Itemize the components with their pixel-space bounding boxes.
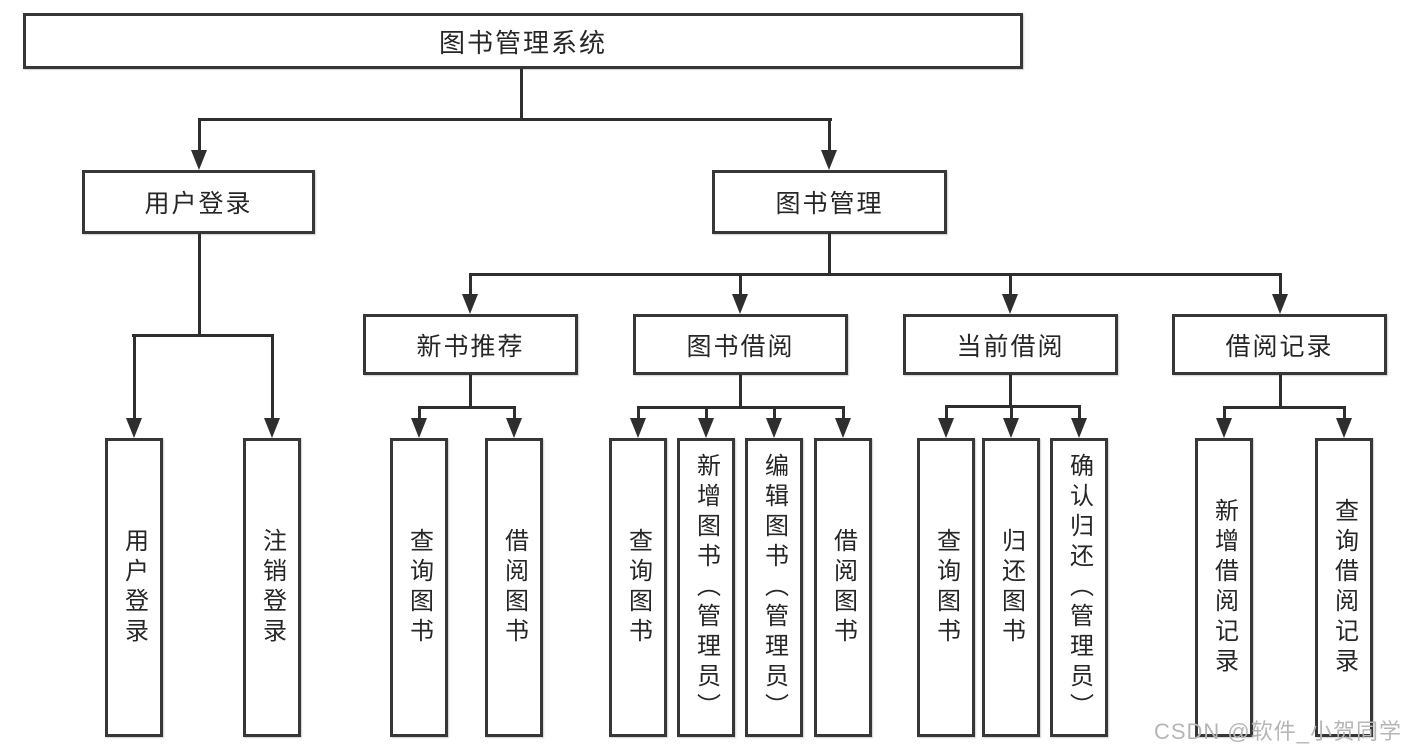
connector-line bbox=[198, 118, 832, 121]
connector-line bbox=[1279, 375, 1282, 409]
leaf-borrow-books: 借阅图书 bbox=[485, 438, 543, 737]
connector-line bbox=[1223, 406, 1346, 409]
node-new-book-recommend: 新书推荐 bbox=[363, 314, 578, 375]
connector-line bbox=[469, 375, 472, 409]
connector-line bbox=[418, 406, 421, 420]
arrow-down-icon bbox=[821, 150, 837, 170]
connector-line bbox=[637, 406, 640, 420]
arrow-down-icon bbox=[1336, 418, 1352, 438]
node-library-system: 图书管理系统 bbox=[23, 13, 1023, 69]
connector-line bbox=[1009, 375, 1012, 408]
arrow-down-icon bbox=[766, 418, 782, 438]
arrow-down-icon bbox=[1003, 418, 1019, 438]
arrow-down-icon bbox=[126, 418, 142, 438]
connector-line bbox=[520, 69, 523, 121]
arrow-down-icon bbox=[732, 294, 748, 314]
connector-line bbox=[513, 406, 516, 420]
arrow-down-icon bbox=[938, 418, 954, 438]
connector-line bbox=[198, 234, 201, 337]
node-user-login-branch: 用户登录 bbox=[82, 170, 315, 234]
leaf-edit-books-admin: 编辑图书（管理员） bbox=[745, 438, 803, 737]
connector-line bbox=[1009, 273, 1012, 297]
connector-line bbox=[198, 118, 201, 154]
connector-line bbox=[773, 406, 776, 420]
connector-line bbox=[828, 118, 831, 154]
leaf-add-borrow-record: 新增借阅记录 bbox=[1195, 438, 1253, 737]
leaf-borrow-books: 借阅图书 bbox=[814, 438, 872, 737]
connector-line bbox=[1078, 405, 1081, 420]
connector-line bbox=[739, 375, 742, 409]
connector-line bbox=[1223, 406, 1226, 420]
leaf-return-books: 归还图书 bbox=[982, 438, 1040, 737]
leaf-confirm-return-admin: 确认归还（管理员） bbox=[1050, 438, 1108, 737]
node-current-borrow: 当前借阅 bbox=[903, 314, 1118, 375]
arrow-down-icon bbox=[191, 150, 207, 170]
arrow-down-icon bbox=[264, 418, 280, 438]
arrow-down-icon bbox=[1216, 418, 1232, 438]
node-book-management-branch: 图书管理 bbox=[712, 170, 947, 234]
leaf-query-books: 查询图书 bbox=[390, 438, 448, 737]
connector-line bbox=[271, 334, 274, 420]
connector-line bbox=[469, 273, 472, 297]
connector-line bbox=[132, 334, 274, 337]
leaf-logout: 注销登录 bbox=[243, 438, 301, 737]
leaf-query-borrow-record: 查询借阅记录 bbox=[1315, 438, 1373, 737]
arrow-down-icon bbox=[506, 418, 522, 438]
node-book-borrow: 图书借阅 bbox=[633, 314, 848, 375]
arrow-down-icon bbox=[462, 294, 478, 314]
connector-line bbox=[637, 406, 845, 409]
arrow-down-icon bbox=[1071, 418, 1087, 438]
arrow-down-icon bbox=[698, 418, 714, 438]
connector-line bbox=[1010, 405, 1013, 420]
arrow-down-icon bbox=[411, 418, 427, 438]
connector-line bbox=[133, 334, 136, 420]
connector-line bbox=[842, 406, 845, 420]
connector-line bbox=[418, 406, 516, 409]
connector-line bbox=[1279, 273, 1282, 297]
leaf-query-books: 查询图书 bbox=[609, 438, 667, 737]
connector-line bbox=[705, 406, 708, 420]
connector-line bbox=[469, 273, 1282, 276]
watermark: CSDN @软件_小贺同学 bbox=[1153, 719, 1402, 744]
node-borrow-records: 借阅记录 bbox=[1172, 314, 1387, 375]
connector-line bbox=[828, 233, 831, 276]
arrow-down-icon bbox=[835, 418, 851, 438]
connector-line bbox=[945, 405, 1081, 408]
leaf-add-books-admin: 新增图书（管理员） bbox=[677, 438, 735, 737]
connector-line bbox=[945, 405, 948, 420]
connector-line bbox=[1343, 406, 1346, 420]
arrow-down-icon bbox=[630, 418, 646, 438]
connector-line bbox=[739, 273, 742, 297]
leaf-query-books: 查询图书 bbox=[917, 438, 975, 737]
leaf-user-login: 用户登录 bbox=[105, 438, 163, 737]
arrow-down-icon bbox=[1272, 294, 1288, 314]
arrow-down-icon bbox=[1002, 294, 1018, 314]
